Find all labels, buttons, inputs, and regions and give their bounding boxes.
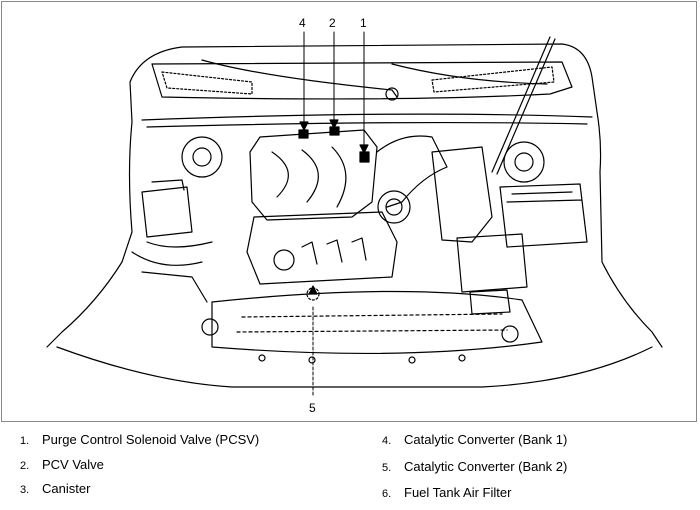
legend-item-number: 3. [20, 484, 30, 496]
air-intake-duct [376, 135, 448, 208]
legend-item: 2. PCV Valve [20, 457, 104, 474]
arrow-2 [329, 119, 339, 129]
callout-number-2: 2 [329, 16, 336, 30]
wiper-arm-left [201, 59, 398, 98]
bolt-3 [408, 356, 416, 364]
bolt-1 [258, 354, 266, 362]
strut-tower-right [503, 141, 545, 183]
master-cylinder [141, 179, 193, 238]
callout-number-5: 5 [309, 401, 316, 415]
legend-item: 3. Canister [20, 481, 90, 498]
cowl-panel [151, 61, 573, 100]
legend-item-number: 4. [382, 435, 392, 447]
bolt-4 [458, 354, 466, 362]
strut-tower-left-cap [192, 147, 212, 167]
strut-tower-left [181, 136, 223, 178]
coolant-reservoir [469, 289, 511, 315]
cowl-grille [161, 66, 555, 95]
marker-bank1 [298, 129, 309, 139]
headlight-right-mount [501, 325, 519, 343]
legend-item: 5. Catalytic Converter (Bank 2) [382, 459, 567, 476]
legend-item-number: 2. [20, 460, 30, 472]
legend-item-label: Purge Control Solenoid Valve (PCSV) [42, 432, 260, 447]
legend-item: 1. Purge Control Solenoid Valve (PCSV) [20, 432, 259, 449]
parts-legend: 1. Purge Control Solenoid Valve (PCSV) 2.… [0, 426, 700, 510]
callout-number-4: 4 [299, 16, 306, 30]
valve-cover [246, 211, 398, 285]
arrow-1 [359, 144, 369, 154]
bolt-2 [308, 356, 316, 364]
oil-filler-cap [273, 249, 295, 271]
left-hoses [131, 241, 213, 303]
throttle-body-inner [385, 198, 403, 216]
hidden-component-5 [306, 287, 320, 301]
radiator-core-slots [236, 313, 508, 333]
engine-bay-figure: 4 2 1 5 [1, 1, 697, 422]
coil-packs [301, 237, 367, 265]
front-bumper [56, 346, 653, 388]
throttle-body [377, 190, 411, 224]
intake-plenum [249, 129, 378, 221]
arrow-4 [299, 121, 309, 131]
legend-item: 4. Catalytic Converter (Bank 1) [382, 432, 567, 449]
strut-tower-right-cap [514, 152, 534, 172]
air-cleaner-box [431, 146, 493, 243]
legend-item-label: Catalytic Converter (Bank 1) [404, 432, 568, 447]
legend-item-number: 6. [382, 488, 392, 500]
legend-item-number: 1. [20, 435, 30, 447]
marker-pcsv [359, 151, 370, 163]
engine-bay-drawing [46, 31, 663, 398]
legend-item-label: Canister [42, 481, 91, 496]
callout-number-1: 1 [360, 16, 367, 30]
legend-item-label: Fuel Tank Air Filter [404, 485, 512, 500]
wiper-arm-right [391, 63, 548, 85]
legend-item-label: PCV Valve [42, 457, 104, 472]
hood-outline [46, 43, 663, 348]
legend-item: 6. Fuel Tank Air Filter [382, 485, 511, 502]
legend-item-number: 5. [382, 462, 392, 474]
legend-item-label: Catalytic Converter (Bank 2) [404, 459, 568, 474]
battery [499, 183, 588, 248]
fuse-box [456, 233, 528, 293]
firewall [141, 113, 593, 128]
headlight-left-mount [201, 318, 219, 336]
radiator-support [211, 290, 543, 355]
arrow-5 [308, 285, 318, 295]
wiper-pivot [385, 87, 399, 101]
intake-runners [271, 146, 347, 208]
